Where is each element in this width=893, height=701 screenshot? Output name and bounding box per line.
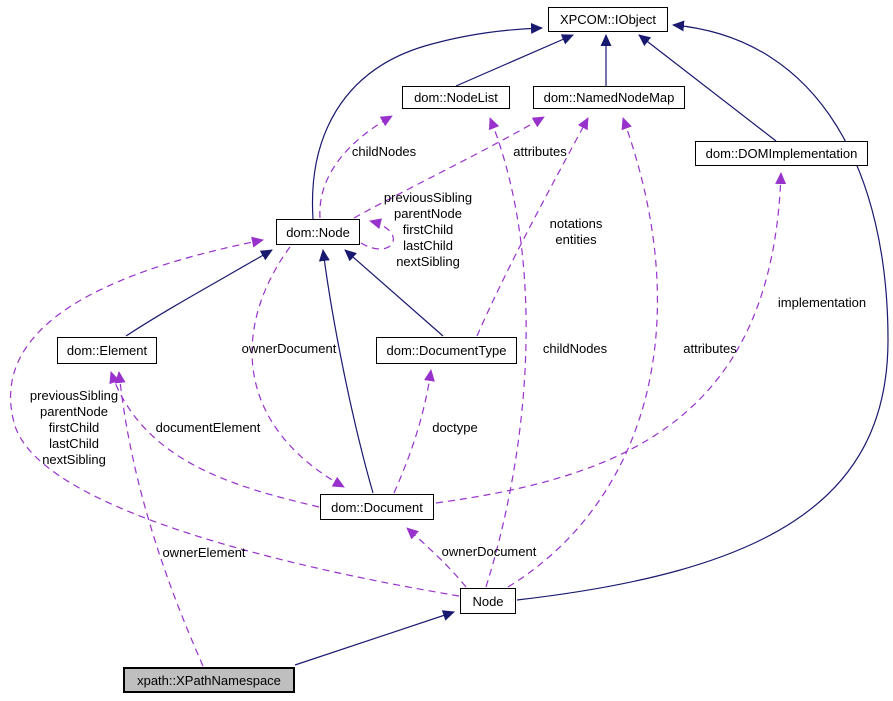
class-node-dom-namednodemap[interactable]: dom::NamedNodeMap: [533, 86, 685, 109]
edge-label-node-fields-left: previousSibling parentNode firstChild la…: [29, 388, 119, 467]
edge-label-documentelement: documentElement: [155, 420, 261, 435]
edge-label-childnodes-bottom: childNodes: [542, 341, 608, 356]
class-node-xpcom-iobject[interactable]: XPCOM::IObject: [548, 7, 668, 32]
edge-usage-node-document-ownerdocument: [406, 527, 467, 588]
edge-label-domnode-self-fields: previousSibling parentNode firstChild la…: [383, 190, 473, 269]
edge-usage-document-element-documentelement: [109, 371, 320, 508]
edge-label-ownerdocument-bottom: ownerDocument: [441, 544, 537, 559]
edge-usage-node-namednodemap-attributes: [507, 117, 658, 588]
edge-inherit-xpathnamespace-node: [294, 610, 455, 666]
class-node-dom-node[interactable]: dom::Node: [276, 219, 360, 245]
edge-inherit-node-iobject: [516, 20, 889, 601]
edge-usage-document-domimplementation: [435, 172, 787, 504]
edge-label-ownerelement: ownerElement: [162, 545, 246, 560]
edge-usage-node-nodelist-childnodes: [485, 117, 527, 588]
class-node-dom-documenttype[interactable]: dom::DocumentType: [376, 337, 517, 364]
class-node-dom-element[interactable]: dom::Element: [57, 337, 157, 364]
edge-label-doctype: doctype: [432, 420, 478, 435]
edge-usage-xpathnamespace-element-ownerelement: [114, 371, 204, 667]
edge-label-ownerdocument-mid: ownerDocument: [241, 341, 337, 356]
edge-label-implementation: implementation: [777, 295, 867, 310]
class-node-dom-nodelist[interactable]: dom::NodeList: [402, 86, 510, 109]
edge-inherit-domimplementation-iobject: [638, 34, 777, 142]
edge-usage-document-documenttype-doctype: [393, 369, 435, 494]
edge-usage-node-domnode-fields: [9, 236, 460, 597]
class-node-dom-domimplementation[interactable]: dom::DOMImplementation: [695, 141, 868, 166]
edge-usage-documenttype-namednodemap-notations: [476, 117, 589, 337]
edge-inherit-documenttype-domnode: [344, 249, 444, 337]
edge-usage-domnode-nodelist-childnodes: [319, 115, 393, 219]
edge-inherit-nodelist-iobject: [455, 34, 574, 87]
class-node-xpath-xpathnamespace: xpath::XPathNamespace: [123, 667, 295, 693]
edge-inherit-domnode-iobject: [311, 22, 543, 220]
edge-usage-domnode-document-ownerdocument: [251, 246, 345, 488]
edge-inherit-document-domnode: [318, 249, 374, 494]
class-node-dom-document[interactable]: dom::Document: [320, 494, 434, 520]
edge-label-attributes-top: attributes: [513, 144, 567, 159]
edge-label-childnodes-top: childNodes: [351, 144, 417, 159]
edge-label-attributes-bottom: attributes: [683, 341, 737, 356]
edge-label-documenttype-fields: notations entities: [549, 216, 603, 247]
edge-inherit-element-domnode: [125, 249, 273, 337]
class-node-node[interactable]: Node: [460, 588, 516, 614]
